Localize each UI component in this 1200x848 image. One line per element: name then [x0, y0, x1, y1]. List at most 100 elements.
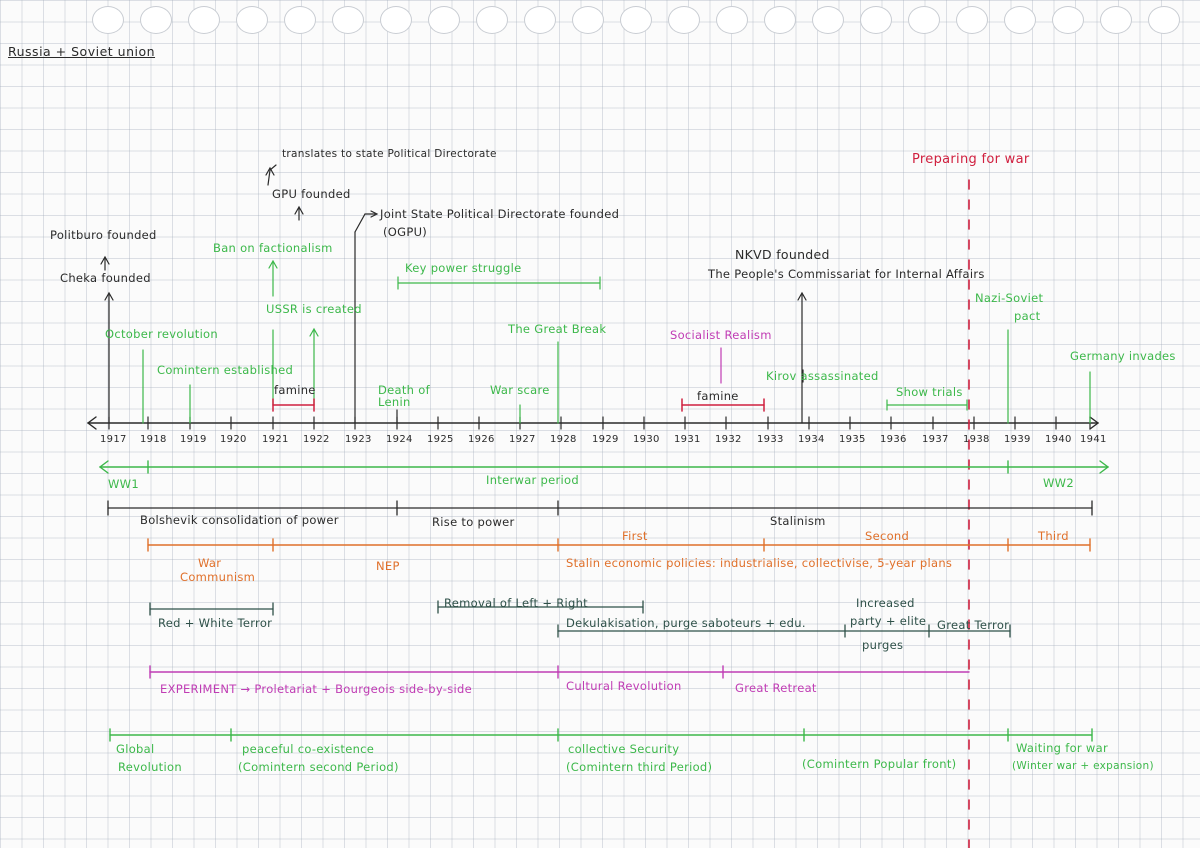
black-event-stems	[100, 164, 807, 424]
period-dekulakisation: Dekulakisation, purge saboteurs + edu.	[566, 616, 806, 630]
punch-hole	[716, 6, 748, 34]
punch-hole	[380, 6, 412, 34]
year-label: 1933	[757, 434, 784, 445]
event-comintern-established: Comintern established	[157, 363, 294, 377]
period-global-revolution-line1: Global	[116, 742, 155, 756]
punch-hole	[332, 6, 364, 34]
year-label: 1934	[798, 434, 825, 445]
event-ussr-created: USSR is created	[266, 302, 362, 316]
period-collective-security-line2: (Comintern third Period)	[566, 760, 713, 774]
year-label: 1920	[220, 434, 247, 445]
year-label: 1918	[140, 434, 167, 445]
event-translates: translates to state Political Directorat…	[282, 148, 497, 160]
event-october-revolution: October revolution	[105, 327, 218, 341]
punch-hole	[524, 6, 556, 34]
period-stalin-economic-policies: Stalin economic policies: industrialise,…	[566, 556, 953, 570]
event-show-trials: Show trials	[896, 385, 963, 399]
punch-hole	[284, 6, 316, 34]
period-global-revolution-line2: Revolution	[118, 760, 182, 774]
famine-brackets	[272, 398, 765, 412]
event-nazi-soviet-line2: pact	[1014, 309, 1041, 323]
year-label: 1932	[715, 434, 742, 445]
year-label: 1940	[1045, 434, 1072, 445]
period-cultural-revolution: Cultural Revolution	[566, 679, 682, 693]
event-ogpu-founded: Joint State Political Directorate founde…	[380, 207, 620, 221]
repression-spans	[149, 600, 1011, 638]
year-label: 1931	[674, 434, 701, 445]
year-label: 1917	[100, 434, 127, 445]
period-popular-front: (Comintern Popular front)	[802, 757, 957, 771]
period-ww2: WW2	[1043, 476, 1074, 490]
year-label: 1927	[509, 434, 536, 445]
period-first-five-year-plan: First	[622, 529, 648, 543]
year-label: 1926	[468, 434, 495, 445]
period-war-communism-line1: War	[198, 556, 222, 570]
punch-hole	[620, 6, 652, 34]
green-event-stems	[142, 259, 1091, 424]
event-great-break: The Great Break	[508, 322, 607, 336]
year-label: 1928	[550, 434, 577, 445]
period-red-white-terror: Red + White Terror	[158, 616, 273, 630]
culture-span	[149, 665, 970, 679]
punch-hole	[1148, 6, 1180, 34]
punch-hole	[812, 6, 844, 34]
event-nkvd-full-name: The People's Commissariat for Internal A…	[708, 267, 985, 281]
period-great-terror: Great Terror	[937, 618, 1010, 632]
punch-hole	[476, 6, 508, 34]
event-socialist-realism: Socialist Realism	[670, 328, 772, 342]
event-death-lenin-line2: Lenin	[378, 395, 411, 409]
year-label: 1935	[839, 434, 866, 445]
event-politburo: Politburo founded	[50, 228, 157, 242]
period-war-communism-line2: Communism	[180, 570, 256, 584]
year-label: 1941	[1080, 434, 1107, 445]
punch-hole	[92, 6, 124, 34]
year-label: 1924	[386, 434, 413, 445]
period-peaceful-coexistence-line2: (Comintern second Period)	[238, 760, 399, 774]
period-third-five-year-plan: Third	[1038, 529, 1069, 543]
punch-hole	[956, 6, 988, 34]
event-ogpu-abbrev: (OGPU)	[383, 225, 428, 239]
event-death-lenin-line1: Death of	[378, 383, 430, 397]
event-gpu-founded: GPU founded	[272, 187, 351, 201]
period-great-retreat: Great Retreat	[735, 681, 817, 695]
punch-hole	[140, 6, 172, 34]
period-waiting-for-war-line1: Waiting for war	[1016, 741, 1108, 755]
period-stalinism: Stalinism	[770, 514, 826, 528]
punch-hole	[908, 6, 940, 34]
event-preparing-for-war: Preparing for war	[912, 152, 1030, 167]
punch-hole	[188, 6, 220, 34]
economic-span	[147, 538, 1091, 552]
punch-hole	[428, 6, 460, 34]
year-label: 1930	[633, 434, 660, 445]
punch-hole	[236, 6, 268, 34]
year-label: 1929	[592, 434, 619, 445]
period-increased-line3: purges	[862, 638, 904, 652]
interwar-span	[98, 460, 1110, 474]
year-label: 1925	[427, 434, 454, 445]
event-nazi-soviet-line1: Nazi-Soviet	[975, 291, 1044, 305]
period-nep: NEP	[376, 559, 400, 573]
event-kirov-assassinated: Kirov assassinated	[766, 369, 879, 383]
punch-hole	[860, 6, 892, 34]
period-waiting-for-war-line2: (Winter war + expansion)	[1012, 760, 1154, 772]
period-second-five-year-plan: Second	[865, 529, 910, 543]
year-label: 1921	[262, 434, 289, 445]
period-experiment: EXPERIMENT → Proletariat + Bourgeois sid…	[160, 682, 473, 696]
axis-arrow-left	[86, 416, 97, 430]
period-ww1: WW1	[108, 477, 139, 491]
punch-hole	[1100, 6, 1132, 34]
punch-hole	[668, 6, 700, 34]
event-germany-invades: Germany invades	[1070, 349, 1176, 363]
punch-hole	[572, 6, 604, 34]
period-interwar: Interwar period	[486, 473, 579, 487]
year-label: 1919	[180, 434, 207, 445]
event-ban-factionalism: Ban on factionalism	[213, 241, 333, 255]
year-label: 1936	[880, 434, 907, 445]
event-key-power-struggle: Key power struggle	[405, 261, 522, 275]
leadership-span	[107, 500, 1093, 516]
period-increased-line1: Increased	[856, 596, 915, 610]
year-label: 1937	[922, 434, 949, 445]
event-war-scare: War scare	[490, 383, 550, 397]
